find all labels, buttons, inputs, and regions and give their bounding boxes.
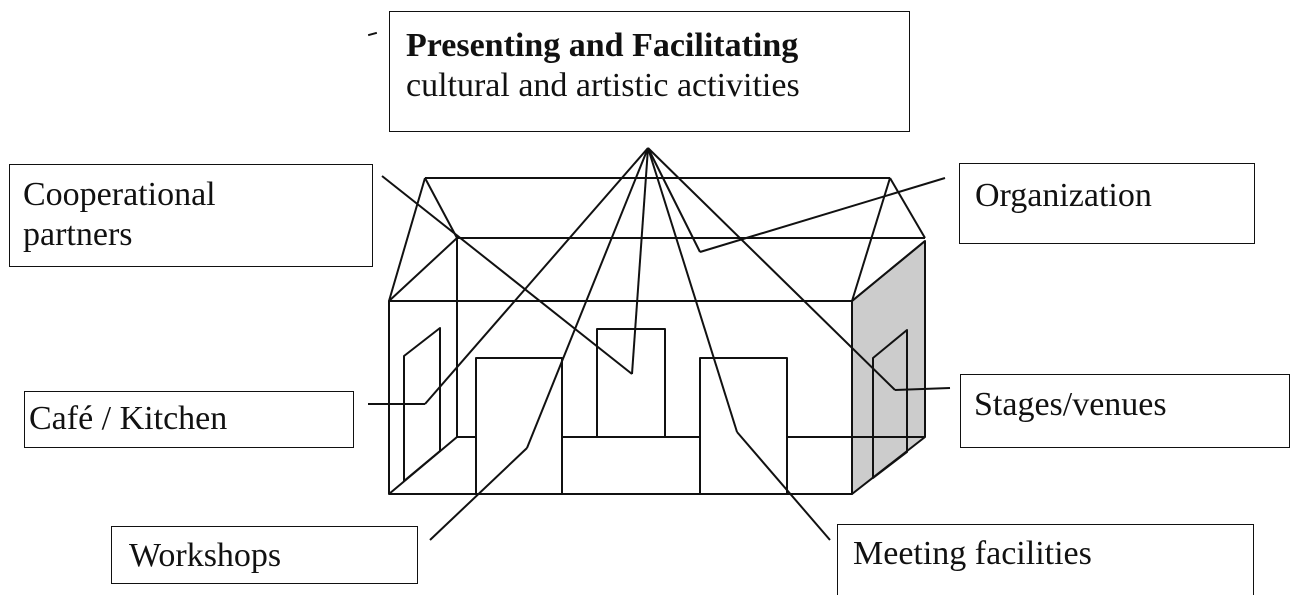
title-box: Presenting and Facilitating cultural and…: [389, 11, 910, 132]
right-wall-door: [872, 329, 908, 479]
organization-box: Organization: [959, 163, 1255, 244]
connector-organization-b: [699, 177, 946, 253]
connector-cooperational: [381, 175, 633, 375]
roof-left-back-slope: [424, 177, 458, 239]
meeting-label: Meeting facilities: [853, 535, 1092, 572]
cooperational-line-2: partners: [23, 216, 133, 253]
workshops-label: Workshops: [129, 537, 282, 574]
front-door-right: [699, 357, 788, 495]
connector-workshops-b: [429, 447, 528, 541]
connector-back-opening: [631, 147, 649, 375]
connector-organization: [647, 147, 701, 253]
roof-left-front-slope: [388, 177, 426, 302]
meeting-facilities-box: Meeting facilities: [837, 524, 1254, 595]
front-door-left: [475, 357, 563, 495]
stages-venues-box: Stages/venues: [960, 374, 1290, 448]
cafe-kitchen-box: Café / Kitchen: [24, 391, 354, 448]
roof-right-front-slope: [851, 177, 891, 302]
house-side-wall: [851, 240, 926, 495]
roof-left-hip: [388, 237, 458, 302]
back-opening: [596, 328, 666, 438]
workshops-box: Workshops: [111, 526, 418, 584]
roof-right-hip: [851, 240, 926, 302]
connector-stages: [647, 147, 896, 391]
roof-right-back-slope: [889, 177, 926, 239]
connector-stages-b: [894, 387, 951, 391]
connector-meeting: [647, 147, 738, 433]
stages-label: Stages/venues: [974, 386, 1167, 423]
cafe-label: Café / Kitchen: [29, 400, 228, 437]
organization-label: Organization: [975, 177, 1152, 214]
title-line-2: cultural and artistic activities: [406, 67, 800, 104]
title-line-1: Presenting and Facilitating: [406, 27, 799, 64]
connector-cafe: [424, 147, 649, 405]
cooperational-line-1: Cooperational: [23, 176, 216, 213]
connector-meeting-b: [736, 431, 831, 541]
connector-workshops: [526, 147, 649, 449]
house-front-wall: [388, 300, 853, 495]
left-wall-door: [403, 327, 441, 482]
cooperational-partners-box: Cooperational partners: [9, 164, 373, 267]
